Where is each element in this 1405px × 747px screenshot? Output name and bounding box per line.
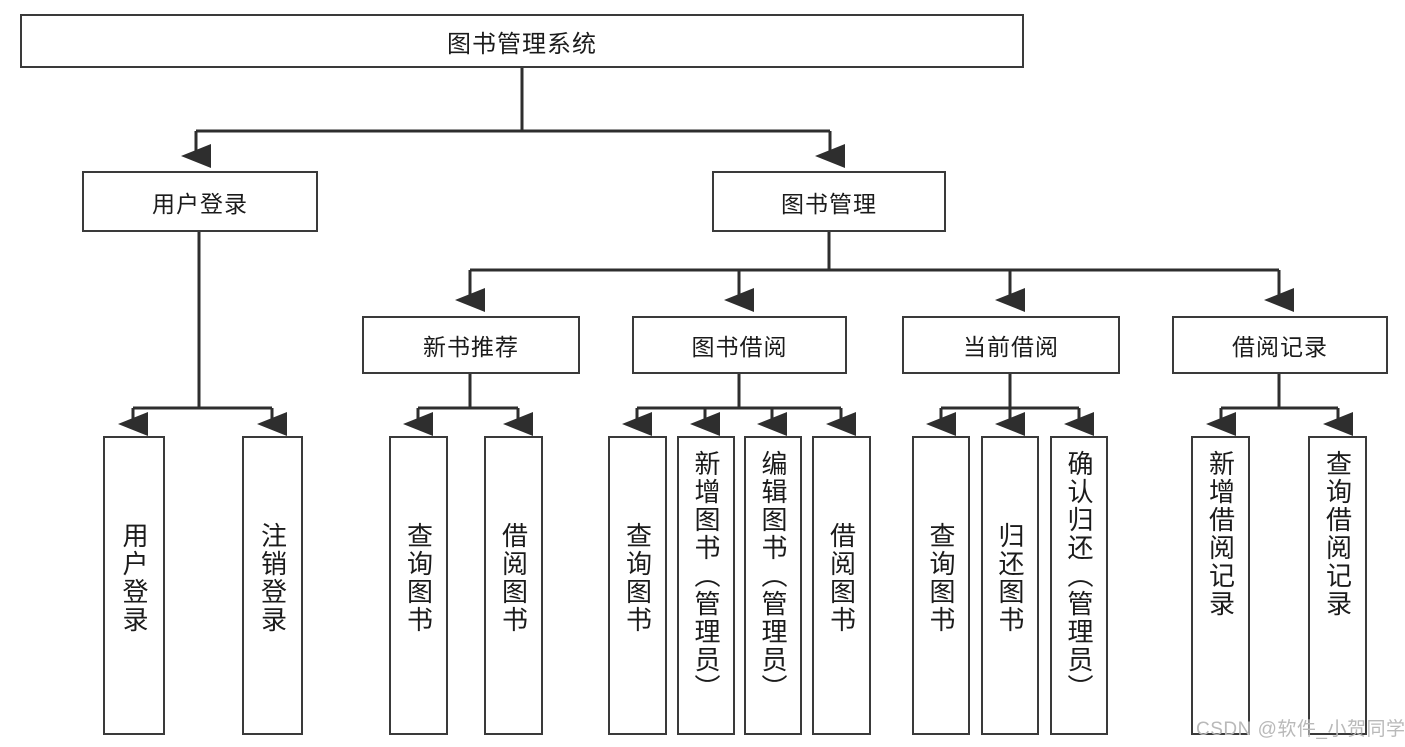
node-label: 借阅记录 xyxy=(1232,334,1328,360)
node-book-borrow[interactable]: 图书借阅 xyxy=(632,316,847,374)
node-label: 归还图书 xyxy=(995,522,1026,634)
node-label: 查询图书 xyxy=(622,522,653,634)
node-label: 当前借阅 xyxy=(963,334,1059,360)
node-label: 图书借阅 xyxy=(691,334,788,360)
node-label: 用户登录 xyxy=(152,190,248,217)
leaf-borrow-book-borrow[interactable]: 借阅图书 xyxy=(812,436,871,735)
leaf-add-book-admin[interactable]: 新增图书（管理员） xyxy=(677,436,735,735)
node-new-book-recommend[interactable]: 新书推荐 xyxy=(362,316,580,374)
leaf-add-borrow-record[interactable]: 新增借阅记录 xyxy=(1191,436,1250,735)
node-root-system[interactable]: 图书管理系统 xyxy=(20,14,1024,68)
node-label: 图书管理 xyxy=(781,190,877,217)
node-label: 新增图书（管理员） xyxy=(691,450,722,702)
node-label: 借阅图书 xyxy=(826,522,857,634)
leaf-query-book-recommend[interactable]: 查询图书 xyxy=(389,436,448,735)
node-label: 注销登录 xyxy=(257,522,288,634)
node-label: 查询图书 xyxy=(403,522,434,634)
node-user-login[interactable]: 用户登录 xyxy=(82,171,318,232)
node-label: 用户登录 xyxy=(119,522,150,634)
node-current-borrow[interactable]: 当前借阅 xyxy=(902,316,1120,374)
node-label: 新增借阅记录 xyxy=(1205,450,1236,618)
csdn-watermark: CSDN @软件_小贺同学 xyxy=(1196,719,1405,740)
leaf-return-book[interactable]: 归还图书 xyxy=(981,436,1039,735)
node-label: 图书管理系统 xyxy=(447,30,597,58)
leaf-borrow-book-recommend[interactable]: 借阅图书 xyxy=(484,436,543,735)
leaf-query-borrow-record[interactable]: 查询借阅记录 xyxy=(1308,436,1367,735)
node-label: 确认归还（管理员） xyxy=(1064,450,1095,702)
leaf-query-book-borrow[interactable]: 查询图书 xyxy=(608,436,667,735)
node-label: 查询图书 xyxy=(926,522,957,634)
leaf-user-login[interactable]: 用户登录 xyxy=(103,436,165,735)
node-label: 编辑图书（管理员） xyxy=(758,450,789,702)
node-label: 新书推荐 xyxy=(423,334,519,360)
node-label: 查询借阅记录 xyxy=(1322,450,1353,618)
leaf-logout-login[interactable]: 注销登录 xyxy=(242,436,303,735)
node-book-manage[interactable]: 图书管理 xyxy=(712,171,946,232)
node-borrow-record[interactable]: 借阅记录 xyxy=(1172,316,1388,374)
leaf-edit-book-admin[interactable]: 编辑图书（管理员） xyxy=(744,436,802,735)
node-label: 借阅图书 xyxy=(498,522,529,634)
leaf-confirm-return-admin[interactable]: 确认归还（管理员） xyxy=(1050,436,1108,735)
leaf-query-book-current[interactable]: 查询图书 xyxy=(912,436,970,735)
